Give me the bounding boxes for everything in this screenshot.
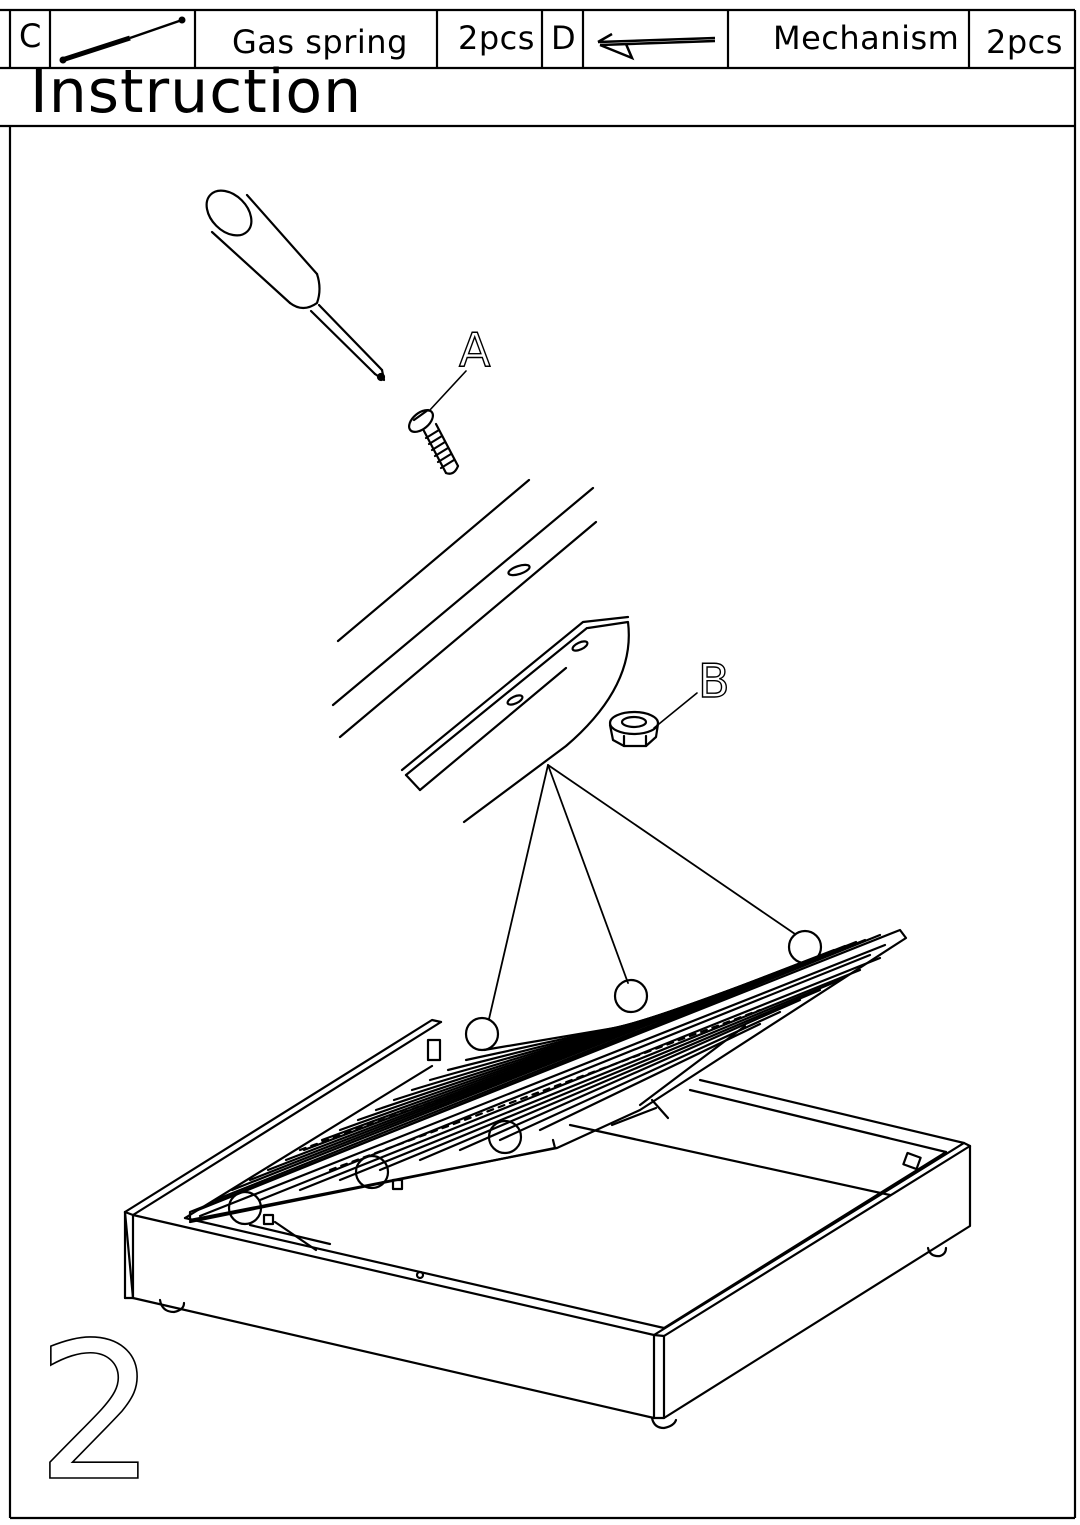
bed-rail <box>331 478 598 739</box>
bolt-icon <box>408 408 460 475</box>
nut-icon <box>608 710 660 748</box>
step-number-outline: 2 <box>35 1301 157 1524</box>
section-title: Instruction <box>30 57 363 127</box>
callout-screw-label: A <box>459 323 491 377</box>
gas-spring-icon <box>59 16 186 64</box>
part-d-code: D <box>551 19 577 57</box>
part-d-qty: 2pcs <box>986 23 1063 61</box>
detail-circles <box>227 929 823 1226</box>
lift-mechanism-bracket <box>400 615 630 824</box>
detail-leader-lines <box>488 764 796 1020</box>
part-c-qty: 2pcs <box>458 19 535 57</box>
bed-base <box>123 1018 972 1430</box>
part-c-name: Gas spring <box>232 23 408 61</box>
step-number: 2 <box>36 1302 157 1523</box>
slatted-bed-deck <box>188 928 908 1224</box>
part-d-name: Mechanism <box>773 19 960 57</box>
mechanism-icon <box>597 32 716 61</box>
part-c-code: C <box>19 17 42 55</box>
callout-nut-label: B <box>698 654 730 708</box>
screwdriver-icon <box>205 189 386 382</box>
